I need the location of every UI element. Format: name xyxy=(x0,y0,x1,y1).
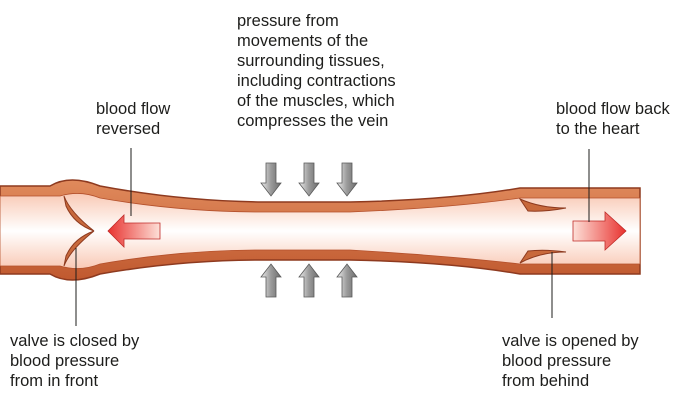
pressure-arrow-top-2 xyxy=(299,163,319,196)
pressure-arrow-bottom-1 xyxy=(261,264,281,297)
valve-closed-label: valve is closed by blood pressure from i… xyxy=(10,331,139,391)
pressure-arrow-top-1 xyxy=(261,163,281,196)
blood-flow-back-label: blood flow back to the heart xyxy=(556,99,670,139)
pressure-arrow-bottom-2 xyxy=(299,264,319,297)
pressure-arrow-bottom-3 xyxy=(337,264,357,297)
pressure-arrow-top-3 xyxy=(337,163,357,196)
valve-opened-label: valve is opened by blood pressure from b… xyxy=(502,331,639,391)
pressure-label: pressure from movements of the surroundi… xyxy=(237,11,396,131)
blood-flow-reversed-label: blood flow reversed xyxy=(96,99,170,139)
